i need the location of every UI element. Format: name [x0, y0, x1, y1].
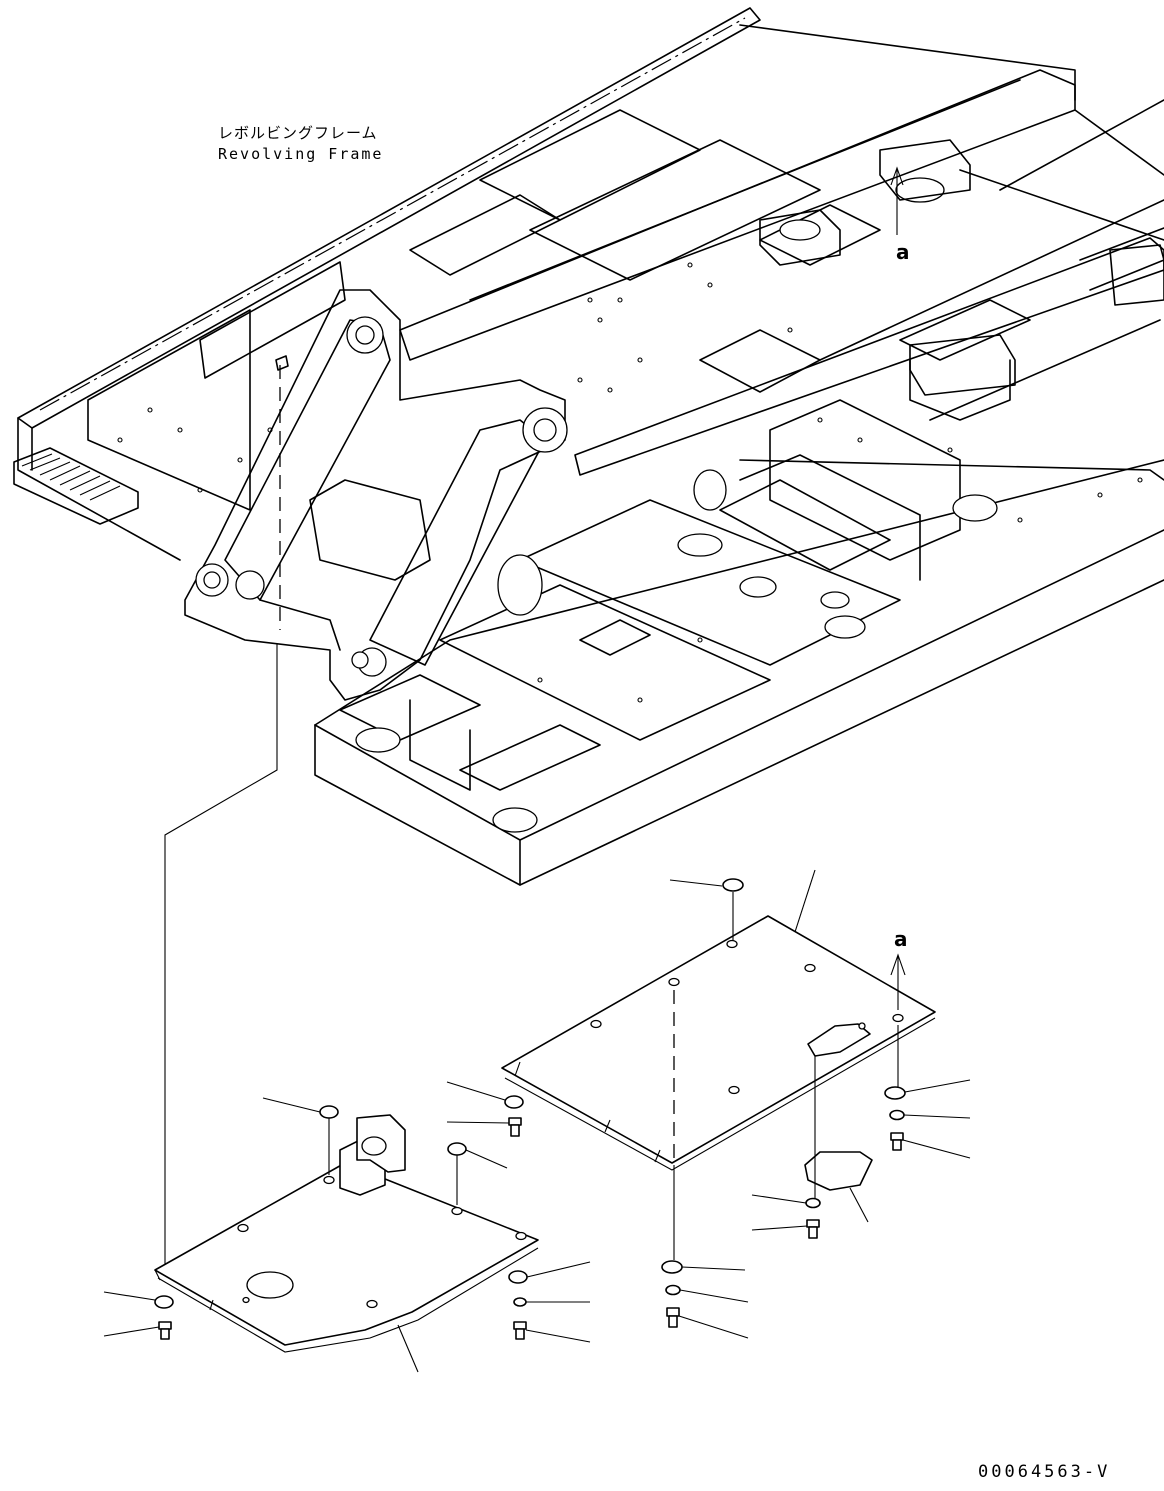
- right-under-cover: [501, 869, 971, 1339]
- left-under-cover: [103, 1081, 591, 1373]
- drawing-number: 00064563-V: [978, 1462, 1111, 1482]
- callout-a-upper: a: [896, 240, 910, 264]
- connector-line: [164, 643, 278, 1265]
- revolving-frame: [13, 7, 1164, 886]
- frame-label-japanese: レボルビングフレーム: [218, 124, 378, 142]
- callout-a-lower: a: [894, 927, 908, 951]
- frame-label-english: Revolving Frame: [218, 145, 384, 163]
